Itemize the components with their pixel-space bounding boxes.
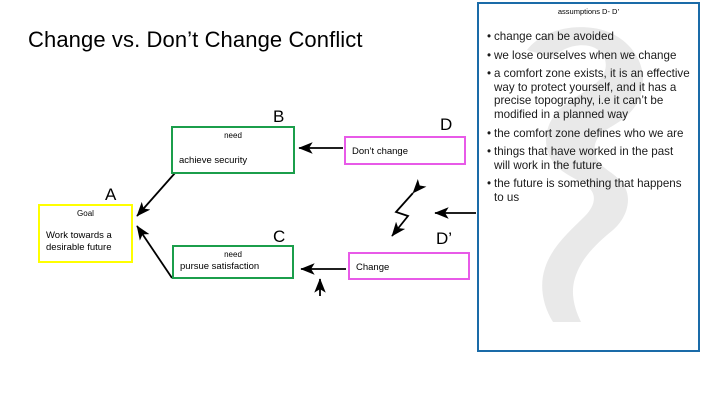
box-dprime-text: Change xyxy=(356,261,390,273)
arrow-c-to-a xyxy=(136,225,173,279)
prerequisite-box-d[interactable]: Don’t change xyxy=(344,136,466,165)
lightning-conflict-arrow xyxy=(391,178,427,237)
box-c-kicker: need xyxy=(224,250,242,259)
box-a-text: Work towards a desirable future xyxy=(46,230,112,253)
bullet-icon: • xyxy=(487,177,492,191)
assumptions-panel[interactable]: assumptions D- D’ •change can be avoided… xyxy=(477,2,700,352)
box-b-text: achieve security xyxy=(179,154,248,166)
box-label-d: D xyxy=(440,115,453,134)
bullet-icon: • xyxy=(487,67,492,81)
prerequisite-box-d-prime[interactable]: Change xyxy=(348,252,470,280)
box-label-d-prime: D’ xyxy=(436,229,453,248)
list-item: •things that have worked in the past wil… xyxy=(487,145,692,172)
box-a-kicker: Goal xyxy=(77,209,94,218)
assumptions-heading: assumptions D- D’ xyxy=(557,7,620,16)
list-item-text: we lose ourselves when we change xyxy=(494,48,677,62)
list-item: •change can be avoided xyxy=(487,30,692,44)
box-d-text: Don’t change xyxy=(352,145,408,157)
list-item-text: things that have worked in the past will… xyxy=(494,145,674,172)
box-c-text: pursue satisfaction xyxy=(180,260,260,272)
list-item-text: change can be avoided xyxy=(494,30,614,43)
need-box-b[interactable]: need achieve security xyxy=(171,126,295,174)
list-item: •the comfort zone defines who we are xyxy=(487,127,692,141)
list-item: •the future is something that happens to… xyxy=(487,177,692,204)
assumptions-list: •change can be avoided •we lose ourselve… xyxy=(487,30,692,210)
goal-box-a[interactable]: Goal Work towards a desirable future xyxy=(38,204,133,263)
box-label-b: B xyxy=(273,107,285,126)
bullet-icon: • xyxy=(487,48,492,62)
list-item-text: a comfort zone exists, it is an effectiv… xyxy=(494,67,690,121)
bullet-icon: • xyxy=(487,126,492,140)
arrow-b-to-a xyxy=(136,172,176,217)
box-label-a: A xyxy=(105,185,117,204)
list-item-text: the comfort zone defines who we are xyxy=(494,126,684,140)
bullet-icon: • xyxy=(487,30,492,43)
page-title: Change vs. Don’t Change Conflict xyxy=(28,27,363,52)
list-item-text: the future is something that happens to … xyxy=(494,177,682,204)
box-b-kicker: need xyxy=(224,131,242,140)
box-label-c: C xyxy=(273,227,286,246)
need-box-c[interactable]: need pursue satisfaction xyxy=(172,245,294,279)
list-item: •a comfort zone exists, it is an effecti… xyxy=(487,67,692,121)
list-item: •we lose ourselves when we change xyxy=(487,49,692,63)
bullet-icon: • xyxy=(487,145,492,159)
